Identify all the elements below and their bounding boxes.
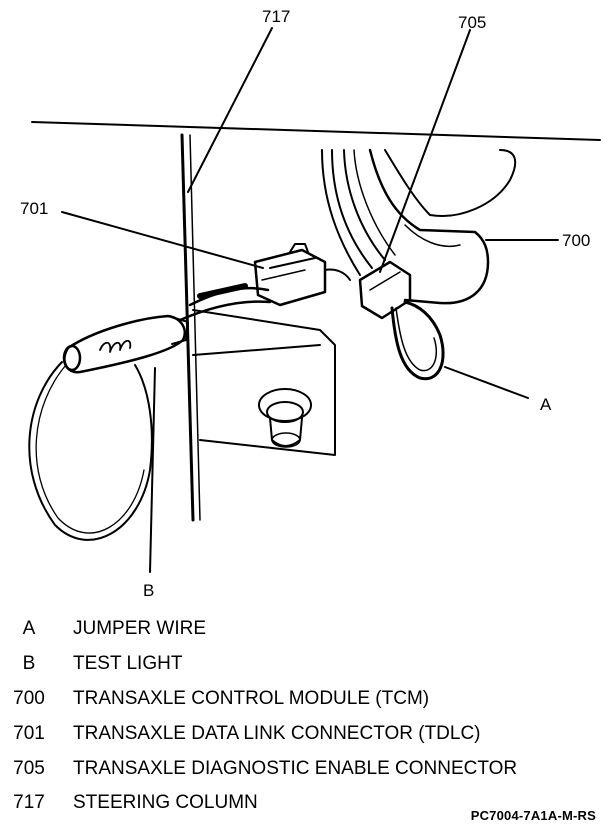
callout-a: A xyxy=(540,395,552,414)
legend-key: B xyxy=(22,653,36,674)
legend-key: 700 xyxy=(13,688,45,709)
legend-key: 705 xyxy=(13,758,45,779)
dash-edge-line xyxy=(31,121,601,141)
legend-key: A xyxy=(22,618,36,639)
callout-717: 717 xyxy=(262,7,291,26)
bolt-shape xyxy=(258,388,312,448)
legend-text: STEERING COLUMN xyxy=(73,792,258,813)
callout-b: B xyxy=(143,581,155,600)
legend-row: 705 TRANSAXLE DIAGNOSTIC ENABLE CONNECTO… xyxy=(0,758,608,782)
legend-text: TRANSAXLE CONTROL MODULE (TCM) xyxy=(73,688,430,709)
leader-717 xyxy=(187,27,273,193)
part-code: PC7004-7A1A-M-RS xyxy=(470,808,596,823)
legend-row: A JUMPER WIRE xyxy=(0,618,608,642)
legend-text: JUMPER WIRE xyxy=(73,618,206,639)
ground-lead xyxy=(28,361,153,541)
test-light xyxy=(62,314,189,374)
callout-705: 705 xyxy=(458,13,487,32)
legend-key: 717 xyxy=(13,792,45,813)
leader-a xyxy=(444,366,529,399)
tcm-module xyxy=(368,148,490,305)
legend-key: 701 xyxy=(13,723,45,744)
legend-row: 700 TRANSAXLE CONTROL MODULE (TCM) xyxy=(0,688,608,712)
leader-705 xyxy=(379,29,471,273)
legend-text: TEST LIGHT xyxy=(73,653,183,674)
legend-row: 717 STEERING COLUMN xyxy=(0,792,608,816)
legend-row: B TEST LIGHT xyxy=(0,653,608,677)
wire-harness xyxy=(321,149,361,276)
legend-text: TRANSAXLE DIAGNOSTIC ENABLE CONNECTOR xyxy=(73,758,518,779)
leader-b xyxy=(149,367,156,573)
legend-text: TRANSAXLE DATA LINK CONNECTOR (TDLC) xyxy=(73,723,481,744)
jumper-wire xyxy=(390,300,445,381)
illustration xyxy=(28,27,601,573)
legend-row: 701 TRANSAXLE DATA LINK CONNECTOR (TDLC) xyxy=(0,723,608,747)
bracket-plate xyxy=(192,309,336,456)
tdlc-connector xyxy=(253,243,351,307)
diagnostic-enable-connector xyxy=(358,260,412,320)
callout-700: 700 xyxy=(562,231,591,250)
diagram-figure: 717 705 701 700 A B xyxy=(20,7,601,600)
leader-701 xyxy=(61,211,264,269)
callout-701: 701 xyxy=(20,199,49,218)
